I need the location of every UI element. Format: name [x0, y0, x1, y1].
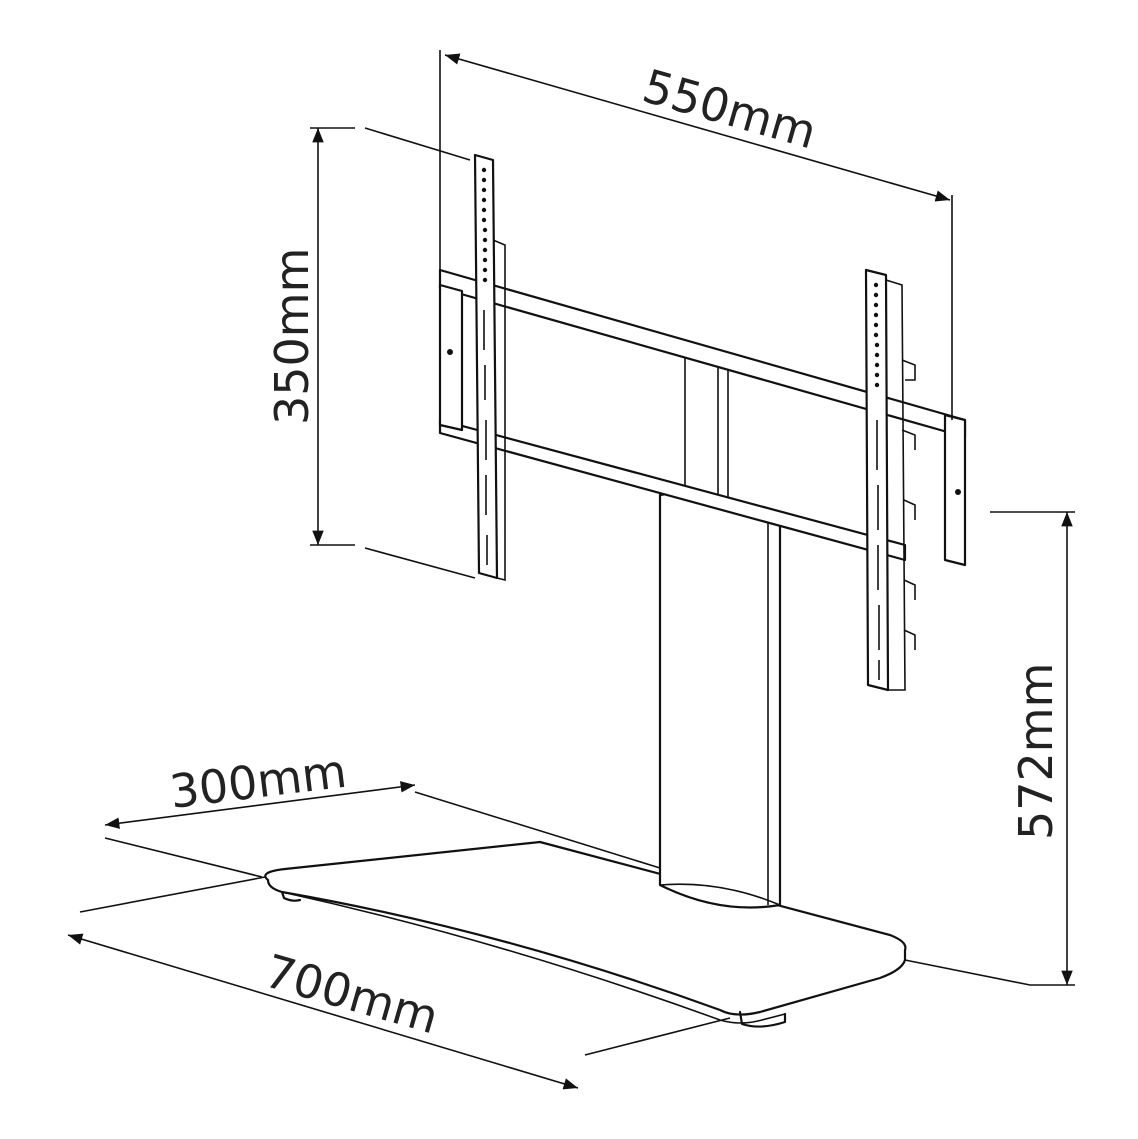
label-350mm: 350mm — [265, 248, 319, 425]
dimension-lines — [67, 50, 1075, 1090]
right-mount-strip — [864, 268, 916, 692]
label-700mm: 700mm — [259, 944, 444, 1045]
left-mount-strip — [473, 153, 506, 582]
label-572mm: 572mm — [1009, 663, 1063, 840]
column — [658, 355, 782, 909]
bracket-rails — [438, 268, 967, 567]
label-300mm: 300mm — [167, 744, 350, 819]
base-plate — [264, 840, 907, 1028]
label-550mm: 550mm — [637, 59, 822, 160]
